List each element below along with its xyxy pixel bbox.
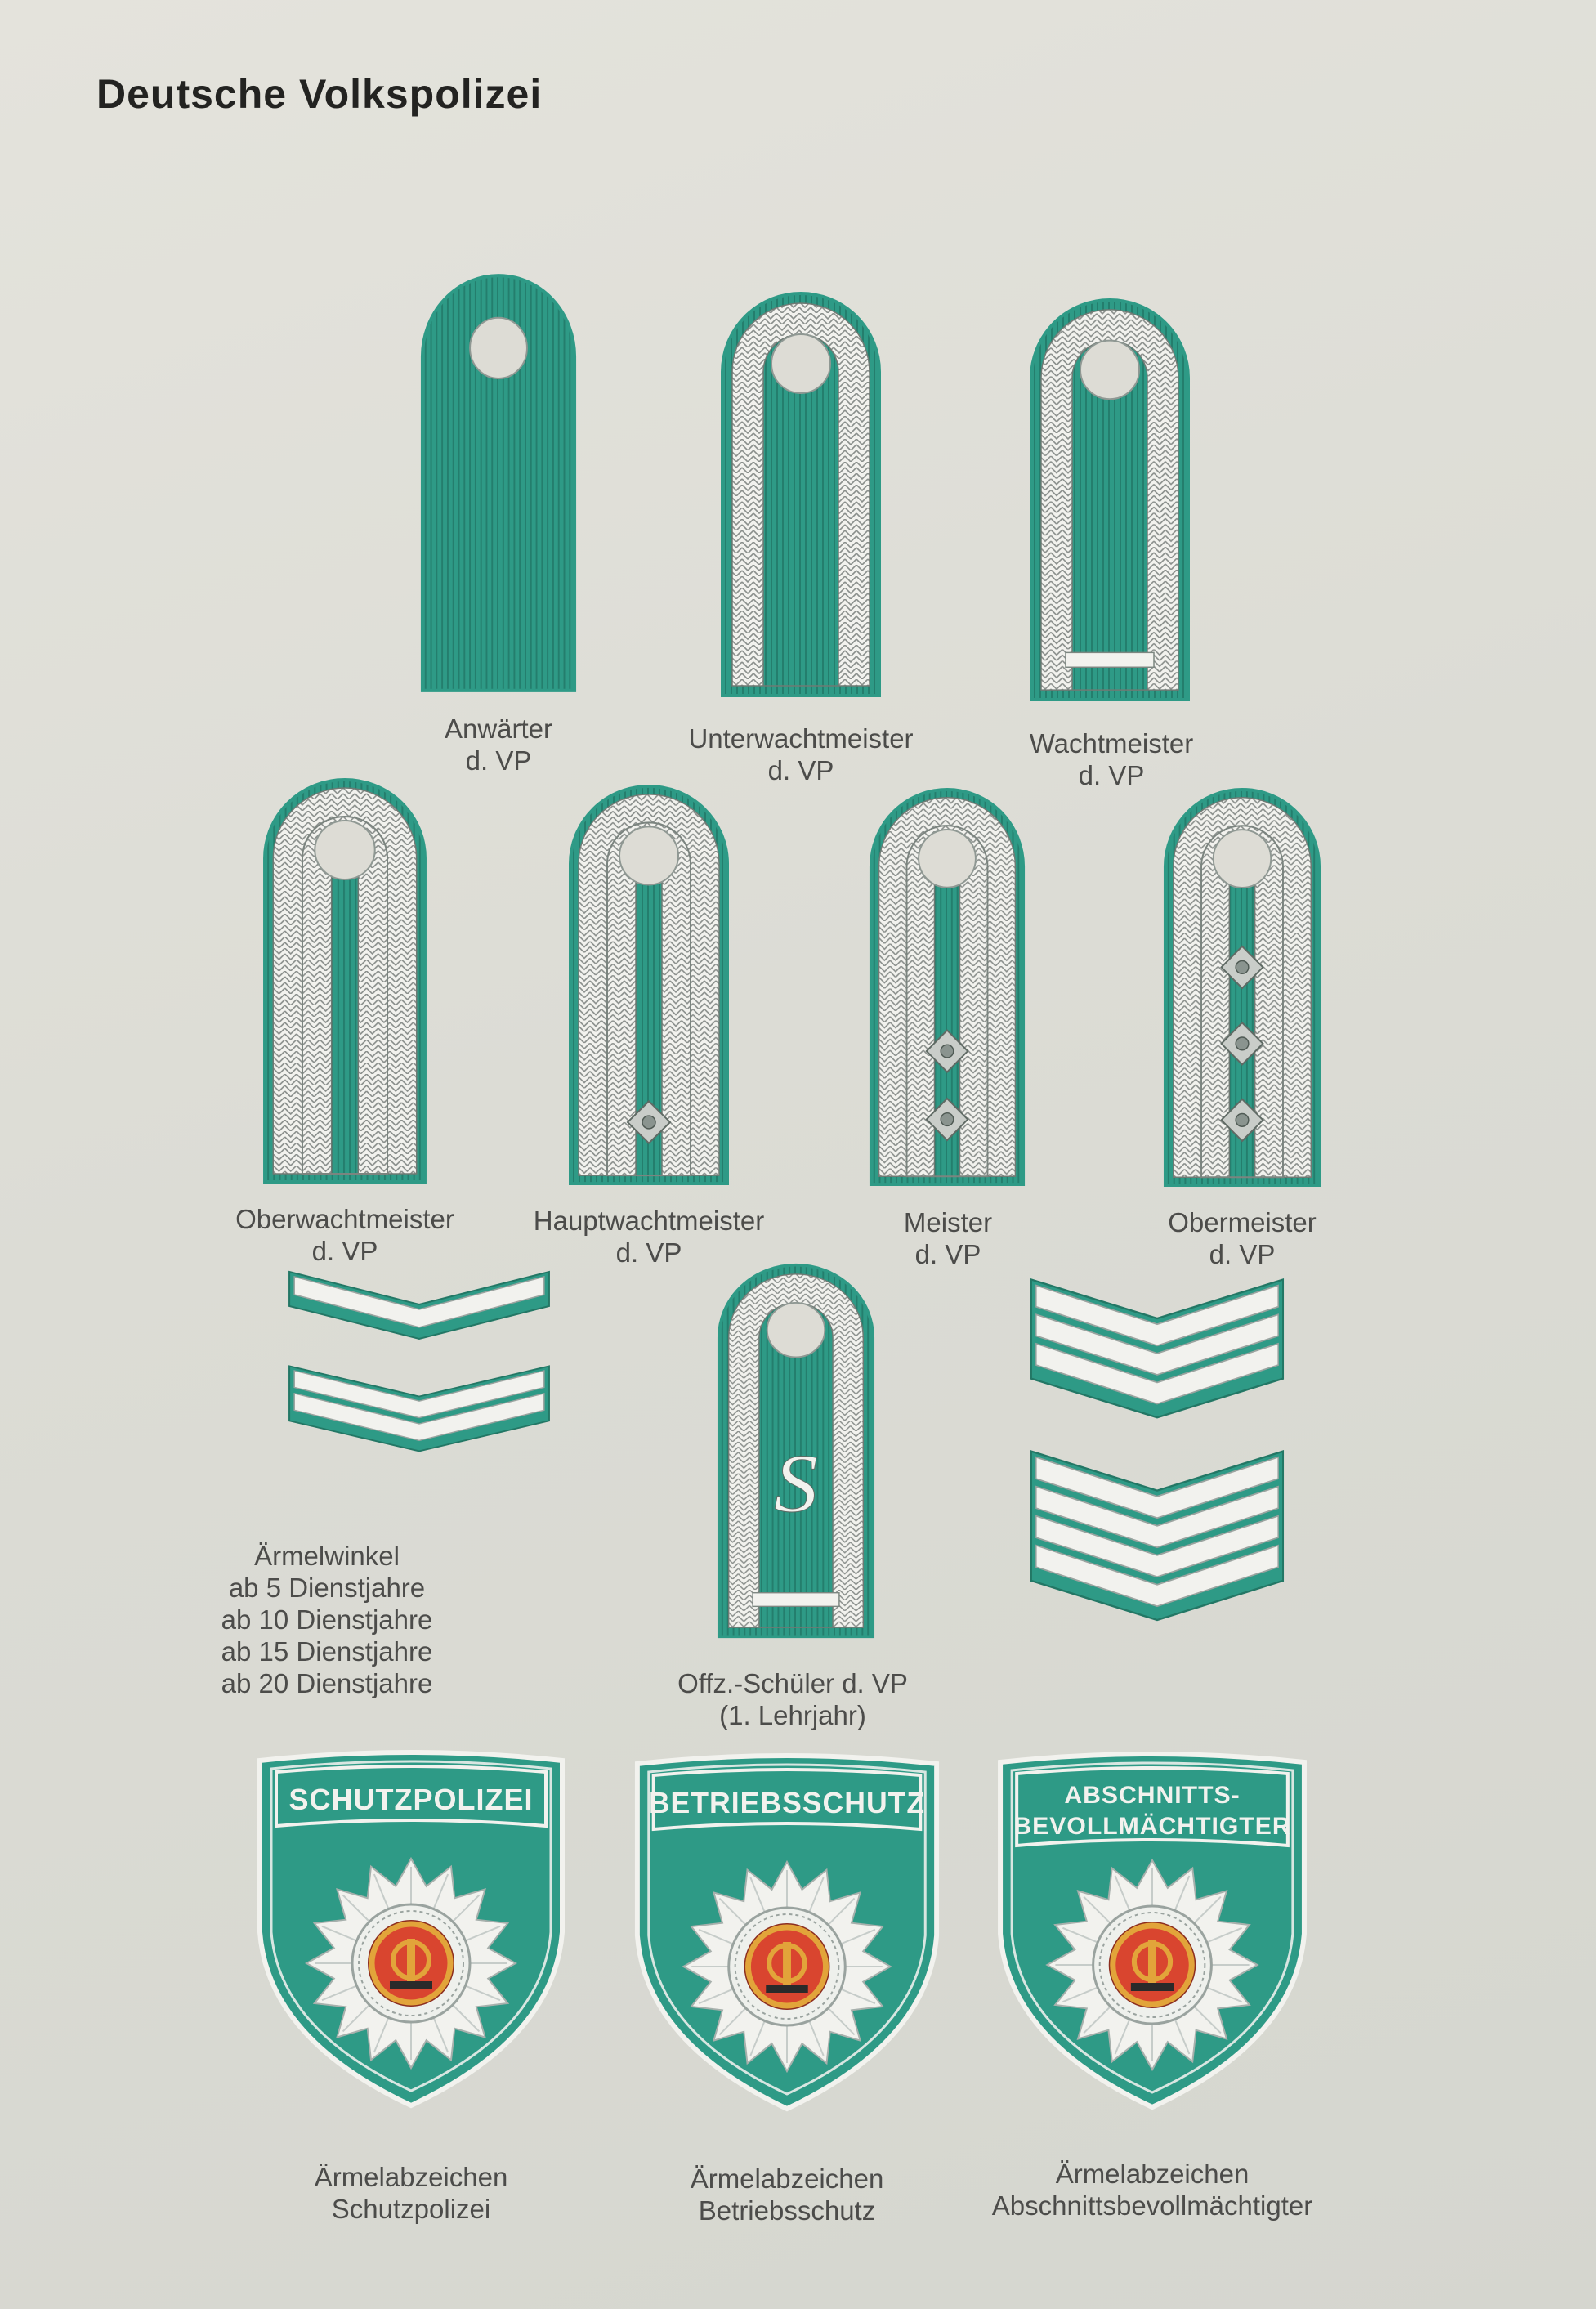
chevron-stripe-4 bbox=[1028, 1443, 1286, 1640]
badge-banner bbox=[651, 1768, 923, 1832]
badge-banner-text: SCHUTZPOLIZEI bbox=[289, 1783, 534, 1816]
badge-banner bbox=[1015, 1766, 1290, 1848]
chevron-band bbox=[1035, 1284, 1279, 1347]
button-hole bbox=[771, 333, 831, 394]
chevron-band bbox=[293, 1392, 545, 1442]
button-hole bbox=[766, 1301, 826, 1358]
chevron-band bbox=[1035, 1544, 1279, 1608]
state-emblem-icon bbox=[744, 1923, 830, 2010]
page-title: Deutsche Volkspolizei bbox=[96, 71, 543, 117]
school-letter: S bbox=[774, 1438, 818, 1530]
badge-banner-text: BEVOLLMÄCHTIGTER bbox=[1013, 1813, 1290, 1840]
chevron-band bbox=[1035, 1485, 1279, 1549]
chevron-band bbox=[293, 1276, 545, 1328]
button-hole bbox=[1212, 829, 1272, 888]
badge-abschnittsbevollmaechtigter: ABSCHNITTS- BEVOLLMÄCHTIGTER bbox=[992, 1746, 1312, 2114]
epaulette-meister bbox=[868, 786, 1026, 1188]
badge-schutzpolizei: SCHUTZPOLIZEI bbox=[252, 1744, 570, 2112]
rank-pip bbox=[925, 1097, 969, 1142]
chevron-stripe-2 bbox=[286, 1360, 552, 1466]
chevron-legend: Ärmelwinkel ab 5 Dienstjahre ab 10 Diens… bbox=[221, 1541, 433, 1698]
chevron-stripe-3 bbox=[1028, 1272, 1286, 1437]
button-hole bbox=[619, 826, 679, 886]
chevron-stripe-1 bbox=[286, 1265, 552, 1355]
badge-banner bbox=[275, 1765, 548, 1828]
rank-pip bbox=[626, 1099, 672, 1145]
epaulette-anwaerter bbox=[419, 272, 578, 694]
rank-pip bbox=[1220, 945, 1264, 990]
chevron-band bbox=[1035, 1342, 1279, 1405]
epaulette-oberwachtmeister bbox=[262, 776, 428, 1185]
epaulette-hauptwachtmeister bbox=[567, 783, 731, 1187]
badge-banner-text: ABSCHNITTS- bbox=[1064, 1782, 1240, 1809]
rank-pip bbox=[1220, 1021, 1264, 1066]
button-hole bbox=[918, 829, 977, 888]
rank-bar bbox=[1065, 651, 1155, 669]
state-emblem-icon bbox=[368, 1920, 454, 2007]
epaulette-obermeister bbox=[1162, 786, 1322, 1188]
button-hole bbox=[314, 820, 376, 880]
epaulette-offz-schueler: S bbox=[716, 1262, 876, 1640]
chevron-band bbox=[1035, 1515, 1279, 1578]
label-offz-schueler: Offz.-Schüler d. VP(1. Lehrjahr) bbox=[677, 1668, 908, 1730]
chevron-band bbox=[1035, 1313, 1279, 1376]
badge-betriebsschutz: BETRIEBSSCHUTZ bbox=[629, 1747, 945, 2115]
button-hole bbox=[469, 316, 528, 380]
badge-banner-text: BETRIEBSSCHUTZ bbox=[649, 1787, 925, 1819]
button-hole bbox=[1080, 339, 1140, 400]
epaulette-unterwachtmeister bbox=[719, 290, 883, 699]
chevron-band bbox=[293, 1370, 545, 1419]
chevron-band bbox=[1035, 1456, 1279, 1519]
epaulette-body bbox=[420, 274, 577, 692]
epaulette-wachtmeister bbox=[1028, 297, 1191, 703]
state-emblem-icon bbox=[1108, 1922, 1196, 2008]
rank-bar bbox=[752, 1592, 840, 1608]
rank-pip bbox=[1220, 1098, 1264, 1143]
rank-pip bbox=[925, 1029, 969, 1073]
